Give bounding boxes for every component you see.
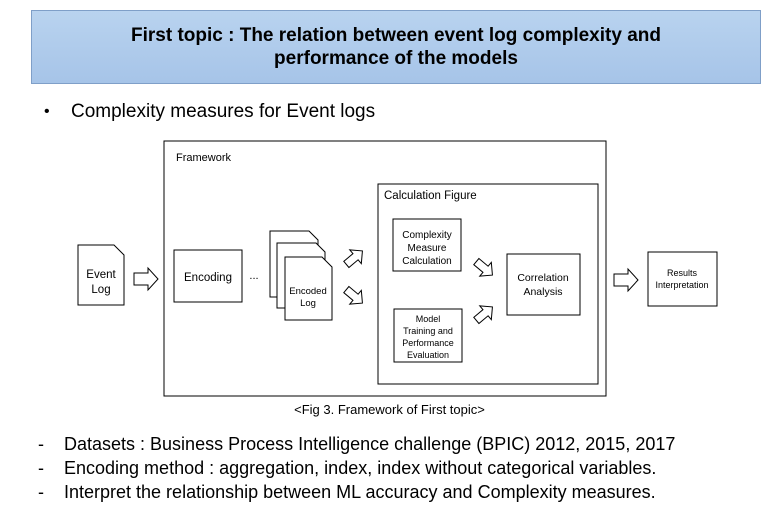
- encoding-box: [173, 249, 243, 303]
- encoded-log-label: Log: [300, 298, 316, 309]
- arrow-up-right-icon: [343, 249, 363, 269]
- list-marker: -: [38, 457, 44, 478]
- arrow-right-icon: [133, 266, 159, 292]
- ellipsis: ...: [249, 270, 258, 282]
- arrow-up-right-icon: [473, 305, 493, 325]
- encoding-label: Encoding: [184, 272, 232, 284]
- arrow-right-icon: [613, 267, 639, 293]
- event-log-doc: [77, 244, 125, 306]
- bullet-marker: •: [44, 103, 50, 120]
- results-box: [647, 251, 718, 307]
- list-item: - Encoding method : aggregation, index, …: [38, 456, 675, 480]
- list-item-text: Datasets : Business Process Intelligence…: [64, 433, 676, 454]
- calc-figure-label: Calculation Figure: [384, 190, 477, 202]
- model-label: Model: [416, 314, 441, 324]
- figure-caption: <Fig 3. Framework of First topic>: [294, 402, 485, 417]
- results-label: Results: [667, 268, 698, 278]
- complexity-label: Calculation: [402, 256, 451, 267]
- framework-label: Framework: [176, 152, 232, 164]
- model-box: [393, 308, 463, 363]
- title-banner: First topic : The relation between event…: [31, 10, 761, 84]
- bullet-text: Complexity measures for Event logs: [71, 101, 376, 122]
- arrow-down-right-icon: [473, 257, 493, 277]
- list-marker: -: [38, 433, 44, 454]
- complexity-label: Measure: [408, 243, 447, 254]
- correlation-box: [506, 253, 581, 316]
- complexity-label: Complexity: [402, 230, 451, 241]
- list-item-text: Encoding method : aggregation, index, in…: [64, 457, 657, 478]
- page-title: First topic : The relation between event…: [131, 25, 661, 69]
- detail-list: - Datasets : Business Process Intelligen…: [38, 432, 675, 504]
- encoded-log-label: Encoded: [289, 286, 327, 297]
- correlation-label: Correlation: [517, 272, 569, 284]
- list-item: - Datasets : Business Process Intelligen…: [38, 432, 675, 456]
- model-label: Training and: [403, 326, 453, 336]
- event-log-label: Event: [86, 269, 116, 281]
- bullet-item: • Complexity measures for Event logs: [44, 101, 375, 123]
- list-item: - Interpret the relationship between ML …: [38, 480, 675, 504]
- list-marker: -: [38, 481, 44, 502]
- correlation-label: Analysis: [523, 286, 562, 298]
- event-log-label: Log: [91, 284, 110, 296]
- model-label: Performance: [402, 338, 454, 348]
- arrow-down-right-icon: [343, 285, 363, 305]
- encoded-log-doc: [284, 256, 333, 321]
- list-item-text: Interpret the relationship between ML ac…: [64, 481, 656, 502]
- model-label: Evaluation: [407, 350, 449, 360]
- results-label: Interpretation: [655, 280, 708, 290]
- complexity-box: [392, 218, 462, 272]
